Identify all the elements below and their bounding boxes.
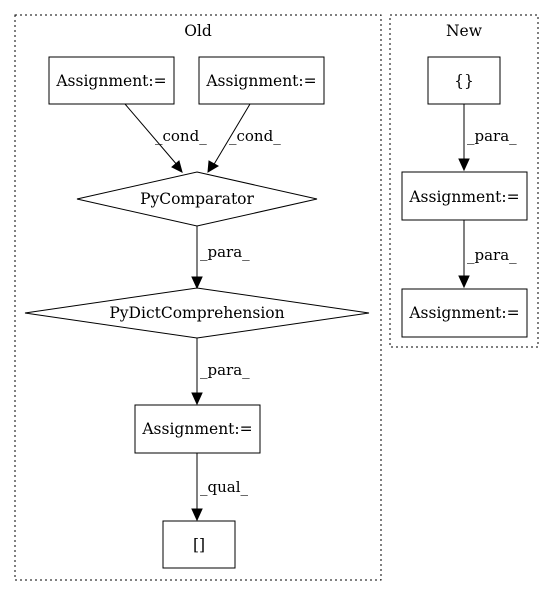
cluster-old: Old: [14, 14, 382, 581]
node-label: PyComparator: [140, 190, 254, 208]
arrowhead-icon: [191, 508, 203, 522]
node-box: [162, 520, 236, 569]
edge-label: _cond_: [155, 127, 207, 145]
node-new-assignment-top: Assignment:=: [401, 171, 528, 221]
node-label: PyDictComprehension: [109, 304, 284, 322]
arrowhead-icon: [458, 158, 470, 172]
node-new-assignment-bottom: Assignment:=: [401, 288, 528, 338]
node-old-assignment-bottom: Assignment:=: [134, 404, 261, 454]
arrowhead-icon: [207, 160, 219, 173]
edge-label: _cond_: [229, 127, 281, 145]
node-diamond: [24, 287, 370, 339]
node-old-pydictcomprehension: PyDictComprehension: [24, 287, 370, 339]
edge-braces-to-assign: _para_: [458, 104, 517, 172]
node-label: {}: [454, 72, 474, 90]
edge-left-to-comparator: _cond_: [124, 103, 207, 173]
cluster-old-title: Old: [184, 22, 212, 40]
cluster-new: New: [389, 14, 539, 348]
node-label: []: [193, 536, 205, 554]
node-label: Assignment:=: [55, 72, 166, 90]
edge-label: _qual_: [200, 478, 249, 496]
arrowhead-icon: [191, 392, 203, 406]
edge-label: _para_: [200, 361, 250, 379]
node-label: Assignment:=: [141, 420, 252, 438]
arrowhead-icon: [171, 160, 183, 173]
edge-assign-to-subscript: _qual_: [191, 453, 249, 522]
node-old-assignment-left: Assignment:=: [48, 56, 175, 105]
edge-path: [124, 103, 179, 167]
edge-label: _para_: [200, 243, 250, 261]
edge-right-to-comparator: _cond_: [207, 103, 281, 173]
edge-label: _para_: [467, 127, 517, 145]
node-box: [134, 404, 261, 454]
node-old-subscript: []: [162, 520, 236, 569]
arrowhead-icon: [191, 276, 203, 290]
node-old-assignment-right: Assignment:=: [198, 56, 325, 105]
arrowhead-icon: [458, 275, 470, 289]
node-diamond: [76, 171, 318, 227]
node-label: Assignment:=: [408, 304, 519, 322]
node-box: [401, 288, 528, 338]
edge-dict-to-assign: _para_: [191, 338, 250, 406]
edge-comparator-to-dict: _para_: [191, 226, 250, 290]
node-label: Assignment:=: [205, 72, 316, 90]
edge-label: _para_: [467, 246, 517, 264]
node-box: [427, 56, 501, 105]
cluster-new-title: New: [446, 22, 483, 40]
node-label: Assignment:=: [408, 188, 519, 206]
node-old-pycomparator: PyComparator: [76, 171, 318, 227]
node-box: [401, 171, 528, 221]
edge-assign-to-assign: _para_: [458, 220, 517, 289]
node-box: [198, 56, 325, 105]
node-new-braces: {}: [427, 56, 501, 105]
edge-path: [212, 103, 251, 167]
node-box: [48, 56, 175, 105]
